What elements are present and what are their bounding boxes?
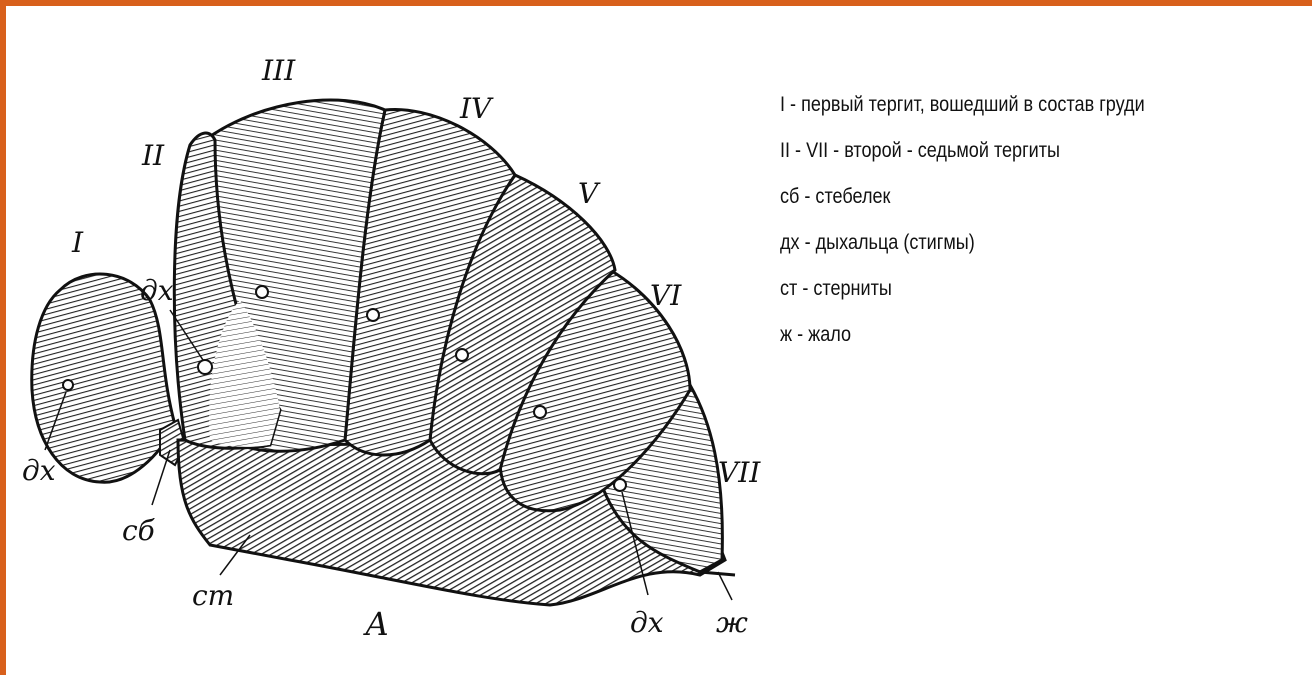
label-sternite: ст: [192, 579, 234, 612]
spiracle-6: [614, 479, 626, 491]
label-segment-vii: VII: [718, 456, 761, 489]
label-segment-v: V: [578, 177, 601, 210]
label-petiole: сб: [122, 514, 156, 547]
legend-item-i: I - первый тергит, вошедший в состав гру…: [780, 88, 1145, 134]
label-segment-ii: II: [141, 139, 165, 172]
spiracle-7: [63, 380, 73, 390]
legend: I - первый тергит, вошедший в состав гру…: [780, 88, 1145, 364]
label-segment-vi: VI: [650, 279, 682, 312]
label-segment-iii: III: [261, 54, 296, 87]
spiracle-3: [367, 309, 379, 321]
label-segment-iv: IV: [459, 92, 494, 125]
label-spiracle-left: дх: [22, 454, 56, 487]
spiracle-4: [456, 349, 468, 361]
label-sting: ж: [716, 606, 748, 639]
label-figure-letter: А: [363, 605, 389, 643]
legend-item-ii-vii: II - VII - второй - седьмой тергиты: [780, 134, 1145, 180]
legend-item-zh: ж - жало: [780, 318, 1145, 364]
leader-zh: [718, 572, 732, 600]
spiracle-5: [534, 406, 546, 418]
label-spiracle-bottom: дх: [630, 606, 664, 639]
leader-sb: [152, 450, 170, 505]
spiracle-1: [198, 360, 212, 374]
legend-item-dx: дх - дыхальца (стигмы): [780, 226, 1145, 272]
spiracle-2: [256, 286, 268, 298]
label-spiracle-top: дх: [140, 274, 174, 307]
label-segment-i: I: [71, 226, 84, 259]
legend-item-sb: сб - стебелек: [780, 180, 1145, 226]
legend-item-st: ст - стерниты: [780, 272, 1145, 318]
